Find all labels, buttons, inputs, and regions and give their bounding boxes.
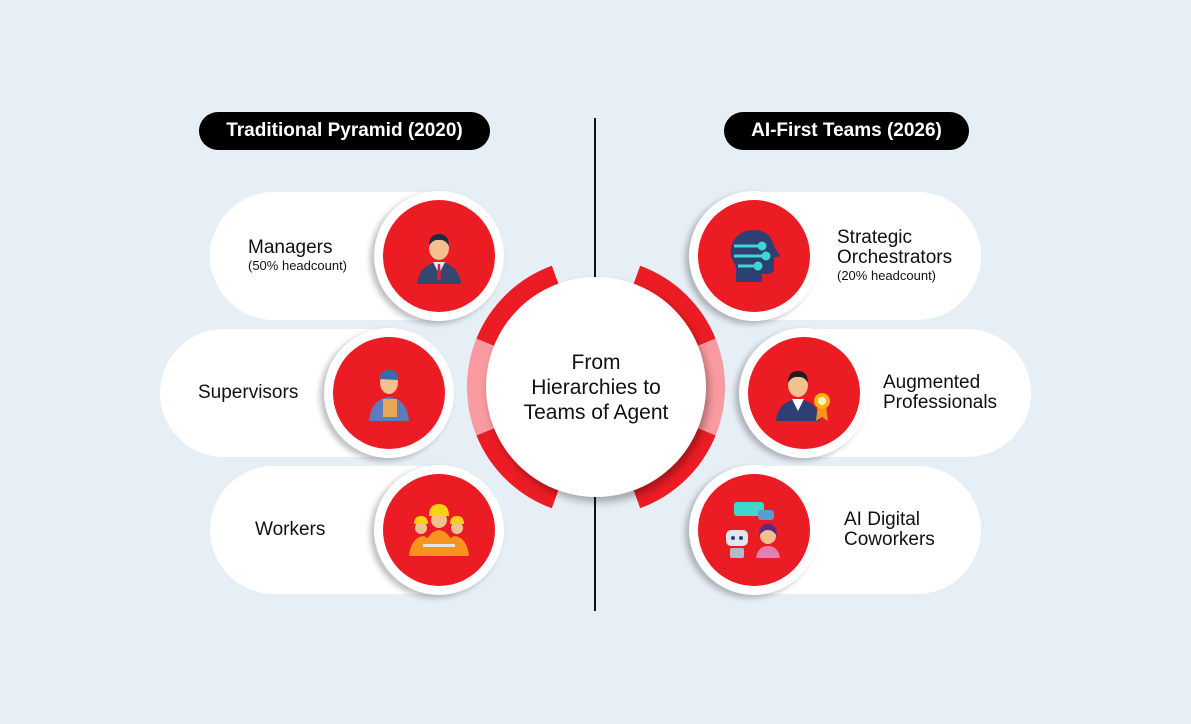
professional-award-icon <box>776 371 830 421</box>
ring-segment-pink <box>695 338 725 436</box>
card-label: Workers <box>255 519 326 540</box>
card-label: AI Digital Coworkers <box>844 509 935 550</box>
card-label: Augmented Professionals <box>883 372 998 413</box>
manager-icon <box>417 234 461 284</box>
right-title: AI-First Teams (2026) <box>724 112 969 150</box>
card-sub: (20% headcount) <box>837 268 937 283</box>
ring-segment-pink <box>467 338 497 436</box>
ring-segment-red <box>632 426 716 509</box>
left-arrow-tip <box>466 376 478 398</box>
card-label: Managers <box>248 237 333 258</box>
center-circle: From Hierarchies to Teams of Agent <box>486 277 706 497</box>
card-label: Supervisors <box>198 382 299 403</box>
right-arrow-tip <box>714 376 726 398</box>
card-label: Strategic Orchestrators <box>837 227 953 268</box>
supervisor-icon <box>369 369 409 421</box>
robot-human-chat-icon <box>726 502 780 558</box>
ring-segment-red <box>632 265 716 348</box>
left-title: Traditional Pyramid (2020) <box>199 112 490 150</box>
workers-icon <box>409 504 469 556</box>
ai-head-icon <box>730 230 780 282</box>
ring-segment-red <box>476 265 560 348</box>
ring-segment-red <box>476 426 560 509</box>
center-text: From Hierarchies to Teams of Agent <box>523 350 669 424</box>
card-sub: (50% headcount) <box>248 258 348 273</box>
